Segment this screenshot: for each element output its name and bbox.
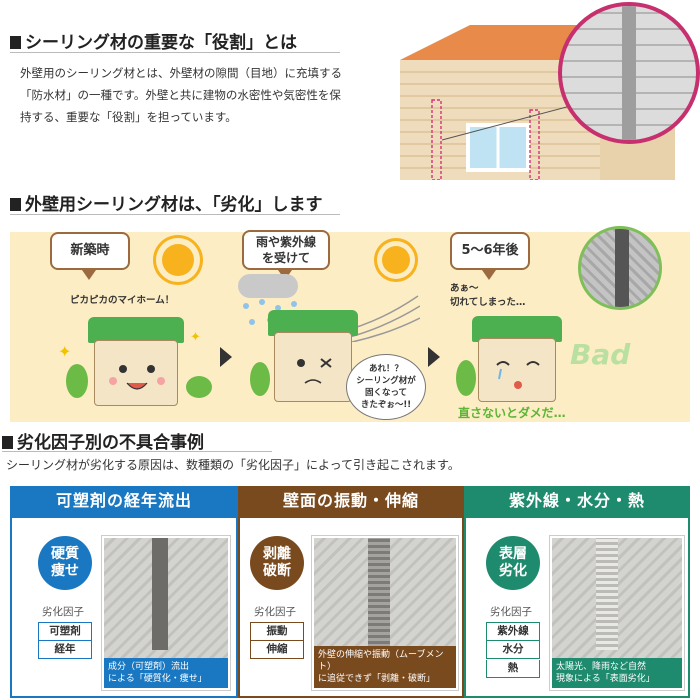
stage1-caption: ピカピカのマイホーム！	[70, 295, 175, 306]
rain-cloud-icon	[238, 274, 298, 298]
column-panel-uv: 表層劣化 劣化因子 紫外線 水分 熱 太陽光、降雨など自然 現象による「表面劣化…	[464, 516, 690, 698]
section1-underline	[10, 52, 340, 53]
section2-heading: 外壁用シーリング材は、「劣化」します	[10, 190, 323, 215]
section1-body: 外壁用のシーリング材とは、外壁材の隙間（目地）に充填する 「防水材」の一種です。…	[20, 66, 342, 124]
stage3-warning: 直さないとダメだ…	[458, 406, 566, 420]
photo-caption: 成分（可塑剤）流出 による「硬質化・痩せ」	[104, 658, 228, 688]
stage3-bubble: 5～6年後	[450, 232, 530, 270]
bubble-tail	[482, 270, 496, 280]
deterioration-banner: 新築時 ピカピカのマイホーム！ ✦ ✦ 雨や紫外線を受けて	[10, 226, 690, 422]
stage3-caption: あぁ～ 切れてしまった…	[450, 283, 526, 308]
sealant-joint	[622, 6, 636, 140]
badge-surface: 表層劣化	[486, 536, 540, 590]
arrow-right-icon	[428, 347, 440, 367]
house-roof	[268, 310, 358, 336]
section3-underline	[2, 451, 272, 452]
factor-table: 可塑剤の経年流出 硬質痩せ 劣化因子 可塑剤 経年 成分（可塑剤）流出 による「…	[10, 486, 690, 698]
factor-box: 振動	[250, 622, 304, 641]
sealant-joint	[596, 538, 618, 650]
stage2-thought-bubble: あれ！？ シーリング材が 固くなって きたぞぉ～!!	[346, 354, 426, 420]
happy-face-icon	[109, 365, 165, 390]
badge-hardening: 硬質痩せ	[38, 536, 92, 590]
stage1-bubble: 新築時	[50, 232, 130, 270]
sparkle-icon: ✦	[58, 342, 72, 361]
example-photo-plasticizer: 成分（可塑剤）流出 による「硬質化・痩せ」	[102, 536, 230, 690]
bad-label: Bad	[570, 338, 631, 371]
tree-icon	[66, 364, 88, 398]
section3-intro: シーリング材が劣化する原因は、数種類の「劣化因子」によって引き起こされます。	[6, 458, 460, 472]
arrow-right-icon	[220, 347, 232, 367]
factor-label: 劣化因子	[490, 606, 532, 618]
badge-peeling: 剥離破断	[250, 536, 304, 590]
factor-box: 可塑剤	[38, 622, 92, 641]
heading-square-icon	[2, 436, 13, 449]
column-panel-plasticizer: 硬質痩せ 劣化因子 可塑剤 経年 成分（可塑剤）流出 による「硬質化・痩せ」	[10, 516, 238, 698]
factor-label: 劣化因子	[42, 606, 84, 618]
factor-box: 紫外線	[486, 622, 540, 641]
tree-icon	[250, 362, 270, 396]
heading-square-icon	[10, 198, 21, 211]
bush-icon	[186, 376, 212, 398]
factor-box: 水分	[486, 641, 540, 659]
house-drawing	[400, 25, 675, 181]
worried-face-icon	[297, 358, 332, 384]
column-head-vibration: 壁面の振動・伸縮	[238, 486, 464, 516]
example-photo-uv: 太陽光、降雨など自然 現象による「表面劣化」	[550, 536, 684, 690]
column-head-plasticizer: 可塑剤の経年流出	[10, 486, 238, 516]
photo-caption: 太陽光、降雨など自然 現象による「表面劣化」	[552, 658, 682, 688]
sealant-joint	[152, 538, 168, 650]
house-sad	[478, 338, 556, 402]
sparkle-icon: ✦	[190, 330, 201, 345]
heading-square-icon	[10, 36, 21, 49]
column-head-uv: 紫外線・水分・熱	[464, 486, 690, 516]
factor-box: 経年	[38, 641, 92, 659]
cracked-joint	[615, 229, 629, 307]
section2-underline	[10, 214, 340, 215]
house-roof	[472, 316, 562, 342]
factor-box: 熱	[486, 660, 540, 678]
sealant-magnifier	[558, 2, 700, 144]
column-panel-vibration: 剥離破断 劣化因子 振動 伸縮 外壁の伸縮や振動（ムーブメント） に追従できず「…	[238, 516, 464, 698]
photo-caption: 外壁の伸縮や振動（ムーブメント） に追従できず「剥離・破断」	[314, 646, 456, 688]
section1-heading: シーリング材の重要な「役割」とは	[10, 28, 297, 53]
house-worried	[274, 332, 352, 402]
cracked-sealant-magnifier	[578, 226, 662, 310]
sad-face-icon	[496, 361, 540, 389]
house-happy	[94, 340, 178, 406]
house-illustration	[390, 0, 700, 181]
tree-icon	[456, 360, 476, 396]
sealant-joint	[368, 538, 390, 650]
stage2-bubble: 雨や紫外線を受けて	[242, 230, 330, 270]
sun-icon	[382, 246, 410, 274]
factor-box: 伸縮	[250, 641, 304, 659]
factor-label: 劣化因子	[254, 606, 296, 618]
example-photo-vibration: 外壁の伸縮や振動（ムーブメント） に追従できず「剥離・破断」	[312, 536, 458, 690]
bubble-tail	[82, 270, 96, 280]
house-roof	[88, 317, 184, 343]
sun-icon	[162, 244, 194, 276]
section3-heading: 劣化因子別の不具合事例	[2, 428, 204, 453]
